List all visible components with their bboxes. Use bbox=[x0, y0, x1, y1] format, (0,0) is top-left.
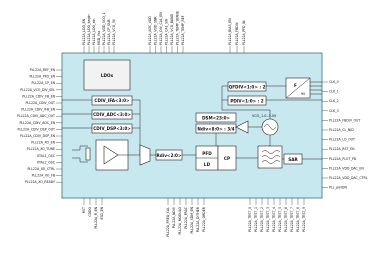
pin-label: PLL22A_TEST_0 bbox=[248, 207, 252, 232]
pin-label: PLL22A_CDIV_DSP_OUT bbox=[18, 127, 56, 131]
pin-label: PLL22A_VDD_DAC_EN bbox=[329, 166, 364, 170]
ref-mux bbox=[139, 144, 151, 166]
pin-label: PLL22A_XO_READY bbox=[25, 180, 55, 184]
pin-label: PLL22A_REF_EN bbox=[30, 68, 56, 72]
pin-label: PLL22A_DITHER bbox=[196, 206, 200, 232]
pin-label: PLL22A_TEMP_SENSE bbox=[176, 11, 180, 45]
pin-label: PLL22A_MODULO bbox=[178, 207, 182, 235]
pin-label: PLL22A_XO_TUNE bbox=[27, 147, 55, 151]
cp-label: CP bbox=[224, 156, 230, 161]
pin-label: PLL22A_ADC_VDD bbox=[148, 16, 152, 45]
pin-label: PLL22A_RST_EN bbox=[329, 147, 355, 151]
pin-label: PLL22A_SDM_EN bbox=[190, 206, 194, 233]
pin-label: PLL22A_XO_EN bbox=[31, 141, 55, 145]
pin-label: PLL22A_CP_EN bbox=[32, 81, 56, 85]
pin-label: CLK_1 bbox=[329, 90, 339, 94]
pin-label: PLL22A_CDIV_ADC_OUT bbox=[17, 114, 55, 118]
pin-label: PLL22A_BIAS_EN bbox=[228, 18, 232, 45]
loop-filter-block bbox=[257, 145, 283, 169]
pin-label: PLL22A_VDD_DAC_CTRL bbox=[329, 176, 368, 180]
pin-label: PLL22A_LDO_xin bbox=[92, 19, 96, 45]
pin-label: PLL22A_CP_SUB bbox=[107, 19, 111, 45]
pin-label: PLL22A_VCO_BAND bbox=[170, 13, 174, 45]
pin-label: PLL22A_FBDIV_OUT bbox=[329, 118, 360, 122]
pin-label: PLL22A_VCO_3V bbox=[112, 18, 116, 45]
pin-label: MSD_Vss bbox=[97, 30, 101, 45]
pin-label: PLL22A_CDIV_ADC_EN bbox=[19, 121, 55, 125]
pin-label: PLL22A_TEST_2 bbox=[260, 207, 264, 232]
pin-label: PLL22A_LDO_EN bbox=[82, 18, 86, 45]
xo-amp-icon bbox=[103, 145, 119, 165]
ldo-block bbox=[83, 59, 131, 91]
cdiv-adc-block bbox=[91, 109, 133, 120]
pin-label: PLL22A_TEST_6 bbox=[284, 207, 288, 232]
pin-label: PLL22A_CAL_SW bbox=[165, 18, 169, 45]
ndiv-label: Ndiv<8:0> : 3/4 bbox=[197, 127, 234, 132]
pin-label: PLL22A_TEST_8 bbox=[296, 207, 300, 232]
vco-range-label: VCO_1.0..3.0V bbox=[252, 114, 277, 118]
pin-label: PLL22A_TEST_7 bbox=[290, 207, 294, 232]
cdiv-dsp-block bbox=[91, 123, 133, 134]
pin-label: PLL22A_TEST_1 bbox=[254, 207, 258, 232]
pin-label: PLL22A_PFD_EN bbox=[29, 75, 55, 79]
pin-label: PLL22A_CDIV_IFB_EN bbox=[21, 108, 55, 112]
dsm-label: DSM<23:0> bbox=[202, 116, 231, 121]
f-block-sub: 90 bbox=[301, 92, 305, 96]
pin-label: PLL22A_XO_FB bbox=[32, 174, 55, 178]
pin-label: ESD_EN bbox=[100, 206, 104, 219]
pin-label: CDDO bbox=[88, 207, 92, 217]
cdiv-ifa-block bbox=[91, 95, 133, 106]
pin-label: RST bbox=[82, 207, 86, 213]
pin-label: XTAL2_OSC bbox=[37, 160, 56, 164]
sar-label: SAR bbox=[288, 157, 298, 162]
dsm-block bbox=[195, 112, 237, 123]
pin-label: PLL22A_PFD_IN bbox=[242, 20, 246, 45]
pin-label: PLL22A_CL_NID bbox=[329, 128, 354, 132]
pin-label: PLL22A_FREQ_CAL bbox=[166, 207, 170, 237]
cdiv-ifa-label: CDIV_IFA<3:0> bbox=[94, 98, 130, 103]
pin-label: XTAL1_OSC bbox=[37, 154, 56, 158]
pfd-label: PFD bbox=[202, 151, 212, 156]
pin-label: PLL22A_TEMP_REF bbox=[181, 15, 185, 45]
pin-label: CLK_3 bbox=[329, 109, 339, 113]
pin-label: PLL22A_LD_OUT bbox=[329, 138, 355, 142]
pin-label: PLL22A_R_EN bbox=[94, 206, 98, 228]
ldo-label: LDOs bbox=[101, 73, 114, 78]
xtal-icon bbox=[85, 147, 91, 161]
pin-label: PLL22A_NDIV bbox=[172, 206, 176, 228]
pin-label: PLL22A_VDD_SNR bbox=[154, 16, 158, 45]
pin-label: PLL22A_DIV_CAL_EN bbox=[159, 12, 163, 45]
pdiv-label: PDIV<1:0> : 2 bbox=[230, 99, 263, 104]
cdiv-dsp-label: CDIV_DSP<3:0> bbox=[93, 126, 131, 131]
cdiv-adc-label: CDIV_ADC<3:0> bbox=[93, 112, 131, 117]
pin-label: CLK_2 bbox=[329, 99, 339, 103]
pin-label: PLL22A_TEST_5 bbox=[278, 207, 282, 232]
rdiv-label: Rdiv<2:0> bbox=[157, 153, 182, 158]
pin-label: PLL22A_LDO_bagin bbox=[87, 14, 91, 45]
pin-label: PLL22A_TEST_4 bbox=[272, 207, 276, 232]
pin-label: PLL22A_CDIV_FB_EN bbox=[22, 94, 55, 98]
pin-label: PLL22A_XO_CTRL bbox=[27, 167, 55, 171]
qfdiv-label: QFDIV<1:0> : 2 bbox=[229, 85, 266, 90]
pin-label: PLL22A_TEST_9 bbox=[302, 207, 306, 232]
pin-label: CLK_0 bbox=[329, 80, 339, 84]
pdiv-block bbox=[227, 95, 267, 106]
pin-label: PLL22A_FBDIV bbox=[235, 21, 239, 45]
pin-label: PLL22A_CDIV_OUT bbox=[26, 101, 56, 105]
pin-label: PLL22A_ORDER bbox=[202, 206, 206, 231]
pin-label: PLL22A_VCO_DIV_SEL bbox=[20, 88, 55, 92]
pin-label: PLL22A_PLOT_PD bbox=[329, 157, 357, 161]
pin-label: PLL22A_VDD_VCO_1 bbox=[102, 12, 106, 45]
f-block-label: F bbox=[294, 83, 297, 88]
ld-label: LD bbox=[204, 162, 211, 167]
pin-label: PLL22A_CDIV_DSP_EN bbox=[20, 134, 56, 138]
pin-label: PLL22A_FRAC bbox=[184, 206, 188, 228]
pin-label: PLL_pwrDN bbox=[329, 186, 347, 190]
qfdiv-block bbox=[227, 81, 267, 92]
pin-label: PLL22A_TEST_3 bbox=[266, 207, 270, 232]
